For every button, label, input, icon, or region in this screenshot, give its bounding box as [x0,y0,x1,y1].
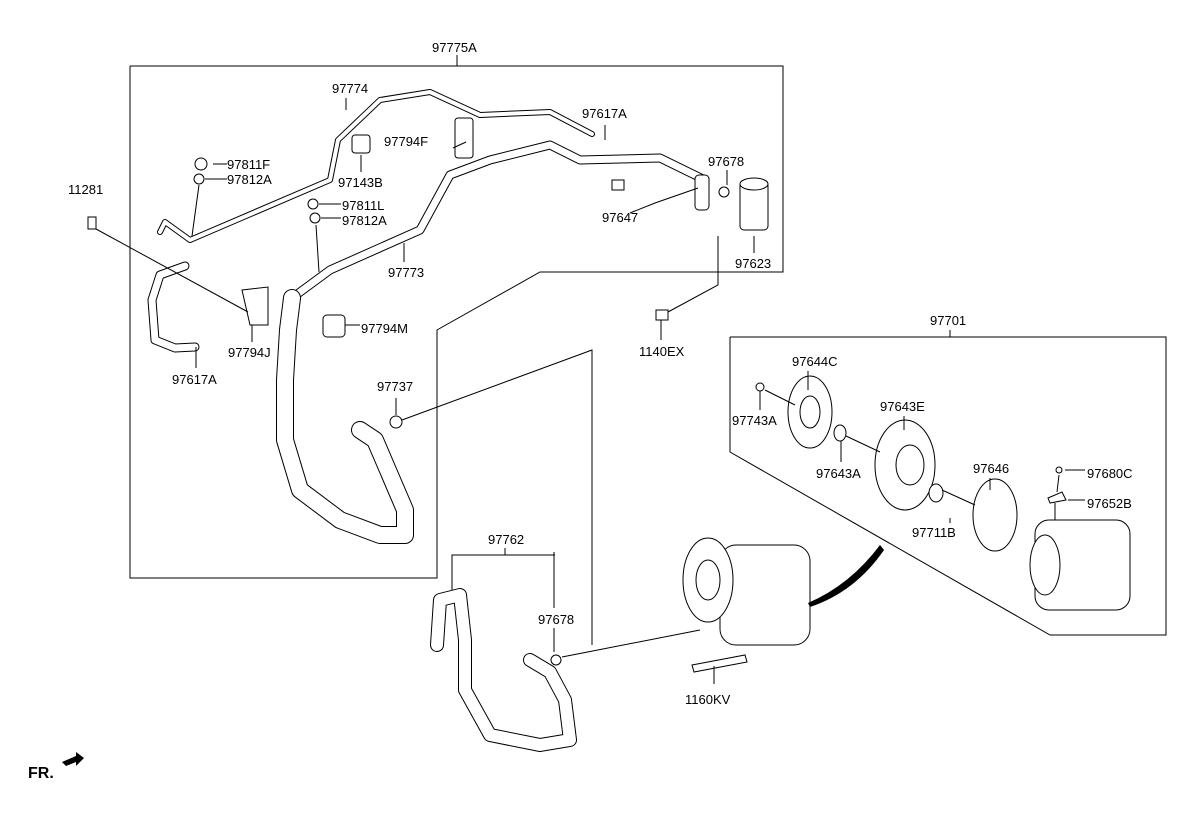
cap-97812A [193,173,205,185]
part-label-97678-top: 97678 [708,154,744,169]
bolt-11281 [87,216,97,230]
sensor-97143B [351,134,371,154]
part-label-97617A-left: 97617A [172,372,217,387]
cap-97812A [309,212,321,224]
part-label-97737: 97737 [377,379,413,394]
part-label-97643A: 97643A [816,466,861,481]
part-label-97711B: 97711B [912,525,956,540]
part-label-97643E: 97643E [880,399,925,414]
part-label-97812A-upper: 97812A [227,172,272,187]
bolt-97647 [611,179,625,191]
part-label-1160KV: 1160KV [685,692,731,707]
compressor-97701 [719,544,811,646]
front-indicator-label: FR. [28,765,54,782]
part-label-97652B: 97652B [1087,496,1132,511]
hose-97762 [430,588,577,752]
part-label-97644C: 97644C [792,354,838,369]
bracket-97652B [1047,491,1067,504]
o-ring-97678 [718,186,730,198]
part-label-97617A-top: 97617A [582,106,627,121]
part-label-97773: 97773 [388,265,424,280]
valve-block [694,174,710,211]
part-label-97647: 97647 [602,210,638,225]
clamp-97794M [322,314,346,338]
pipe-97773 [287,140,710,303]
part-label-97794M: 97794M [361,321,408,336]
bolt-1160KV [691,654,748,673]
group-box-97701 [729,336,1167,636]
part-label-1140EX: 1140EX [639,344,685,359]
part-label-97143B: 97143B [338,175,383,190]
snap-ring-97643A [833,424,847,442]
hose-left [147,261,200,353]
part-label-97701: 97701 [930,313,966,328]
leader-lines [95,98,1085,684]
part-label-97775A: 97775A [432,40,477,55]
part-label-97794F: 97794F [384,134,428,149]
o-ring-97737 [389,415,403,429]
cap-97811L [307,198,319,210]
part-label-97811L: 97811L [342,198,384,213]
part-label-97812A-lower: 97812A [342,213,387,228]
part-label-97811F: 97811F [227,157,270,172]
group-box-97775A [129,65,784,579]
part-label-97680C: 97680C [1087,466,1133,481]
snap-ring-97711B [928,483,944,503]
part-label-97774: 97774 [332,81,368,96]
part-label-97646: 97646 [973,461,1009,476]
bolt-97743A [755,382,765,392]
coil-97646 [972,478,1018,552]
part-label-11281: 11281 [68,182,103,197]
part-label-97762: 97762 [488,532,524,547]
bolt-1140EX [655,309,669,321]
part-label-97678-bottom: 97678 [538,612,574,627]
cap-97811F [194,157,208,171]
parts [62,117,1131,766]
o-ring-97678 [550,654,562,666]
screw-97680C [1055,466,1063,474]
arrow-to-exploded-view [808,545,884,607]
part-label-97794J: 97794J [228,345,271,360]
front-arrow-icon [62,752,84,766]
part-label-97623: 97623 [735,256,771,271]
part-label-97743A: 97743A [732,413,777,428]
pipe-97774 [157,89,595,243]
bracket-97794F [454,117,474,159]
bracket-97794J [241,286,269,326]
hose-97737 [276,289,414,544]
